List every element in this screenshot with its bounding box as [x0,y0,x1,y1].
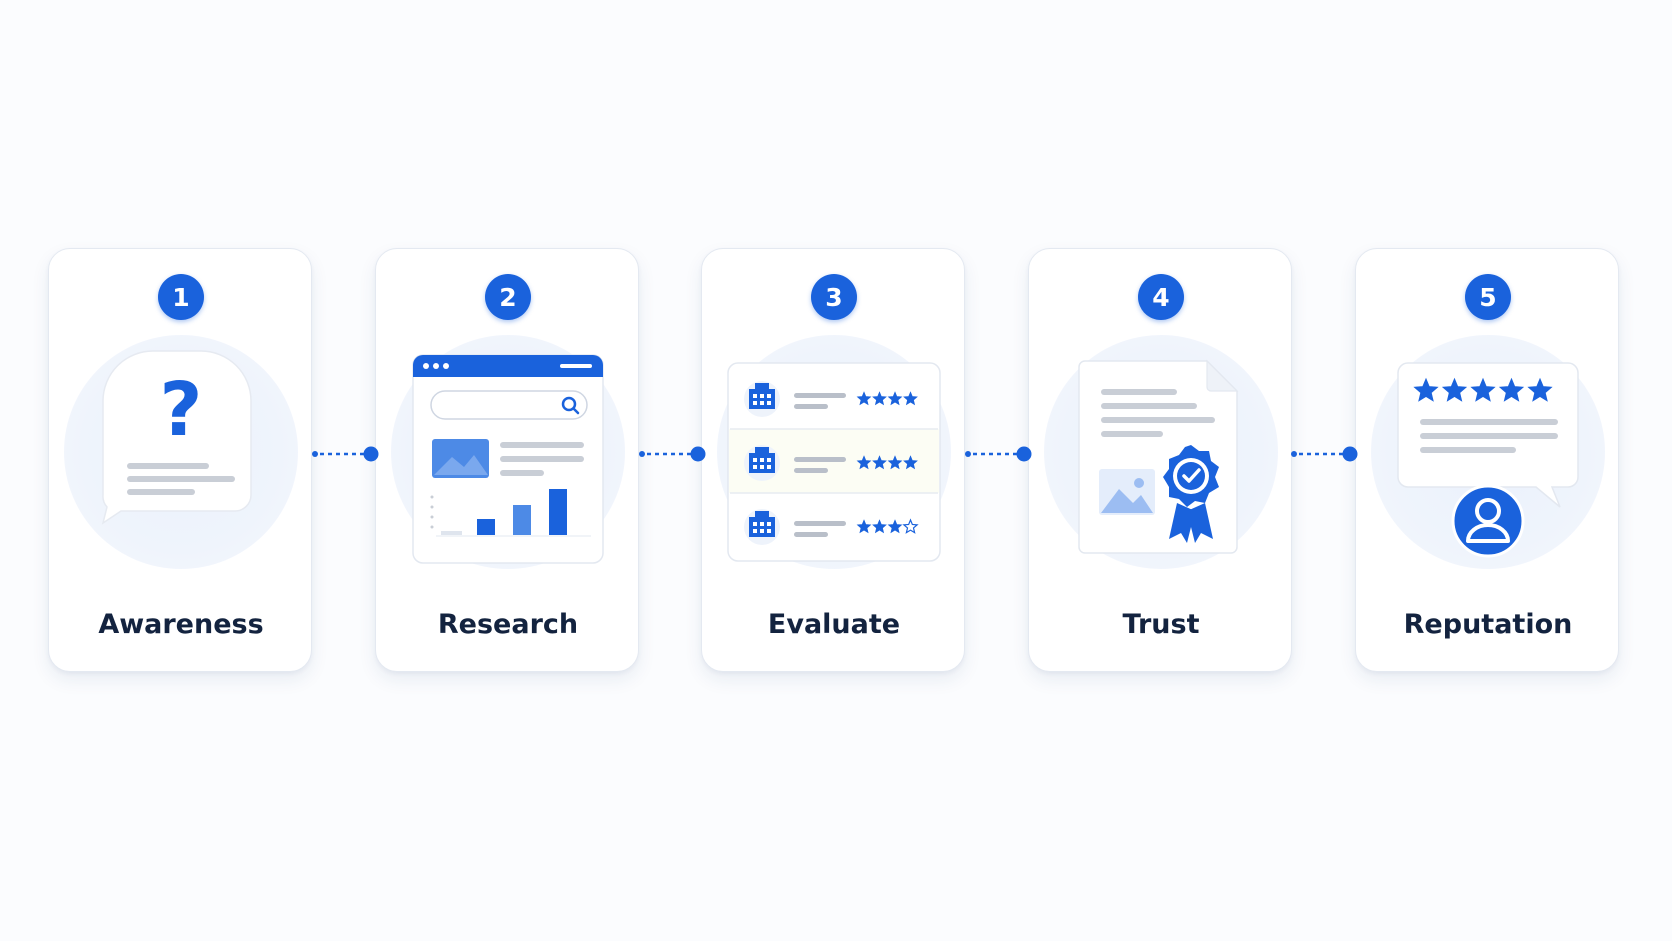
star-rating [1413,377,1553,402]
star-filled-icon [872,455,887,470]
certificate-badge-icon [1078,359,1239,554]
star-filled-icon [856,519,872,534]
step-label: Trust [1122,609,1200,640]
step-card-research: 2 [375,248,639,672]
review-profile-icon [1397,362,1579,558]
image-placeholder-icon [1099,469,1155,515]
star-filled-icon [887,519,903,534]
user-avatar-icon [1451,484,1525,558]
step-card-trust: 4 Trust [1028,248,1292,672]
star-filled-icon [1413,377,1439,402]
step-label: Evaluate [767,609,901,640]
step-number-badge: 3 [811,274,857,320]
step-card-reputation: 5 Reputation [1355,248,1619,672]
step-number-badge: 4 [1138,274,1184,320]
star-filled-icon [903,391,918,406]
question-bubble-icon: ? [101,350,252,525]
star-empty-icon [902,518,919,534]
star-filled-icon [856,455,872,470]
connector-1-2 [312,446,379,462]
step-number-badge: 1 [158,274,204,320]
star-filled-icon [887,455,903,470]
star-rating [856,455,918,470]
connector-4-5 [1291,446,1358,462]
star-filled-icon [903,455,918,470]
award-ribbon-icon [1163,445,1219,543]
star-filled-icon [856,391,872,406]
star-filled-icon [872,519,887,534]
star-filled-icon [872,391,887,406]
star-filled-icon [1441,377,1468,402]
list-item [744,381,918,417]
image-placeholder-icon [432,439,489,478]
step-card-awareness: 1 ? Awareness [48,248,312,672]
star-rating [856,391,918,406]
rated-listings-icon [727,362,941,562]
star-filled-icon [1498,377,1525,402]
star-filled-icon [887,391,903,406]
star-filled-icon [1470,377,1496,402]
star-filled-icon [1527,377,1553,402]
bar-chart-icon [430,489,591,537]
browser-search-icon [412,354,604,564]
connector-3-4 [965,446,1032,462]
question-mark-text: ? [160,367,203,453]
connector-2-3 [639,446,706,462]
step-card-evaluate: 3 [701,248,965,672]
star-rating [856,518,919,534]
step-label: Awareness [98,609,264,640]
list-item [744,445,918,481]
building-icon [749,511,775,537]
step-number-badge: 2 [485,274,531,320]
step-label: Research [437,609,579,640]
step-number-badge: 5 [1465,274,1511,320]
building-icon [749,383,775,409]
list-item [744,509,919,545]
step-label: Reputation [1403,609,1573,640]
search-icon [561,396,580,415]
building-icon [749,447,775,473]
